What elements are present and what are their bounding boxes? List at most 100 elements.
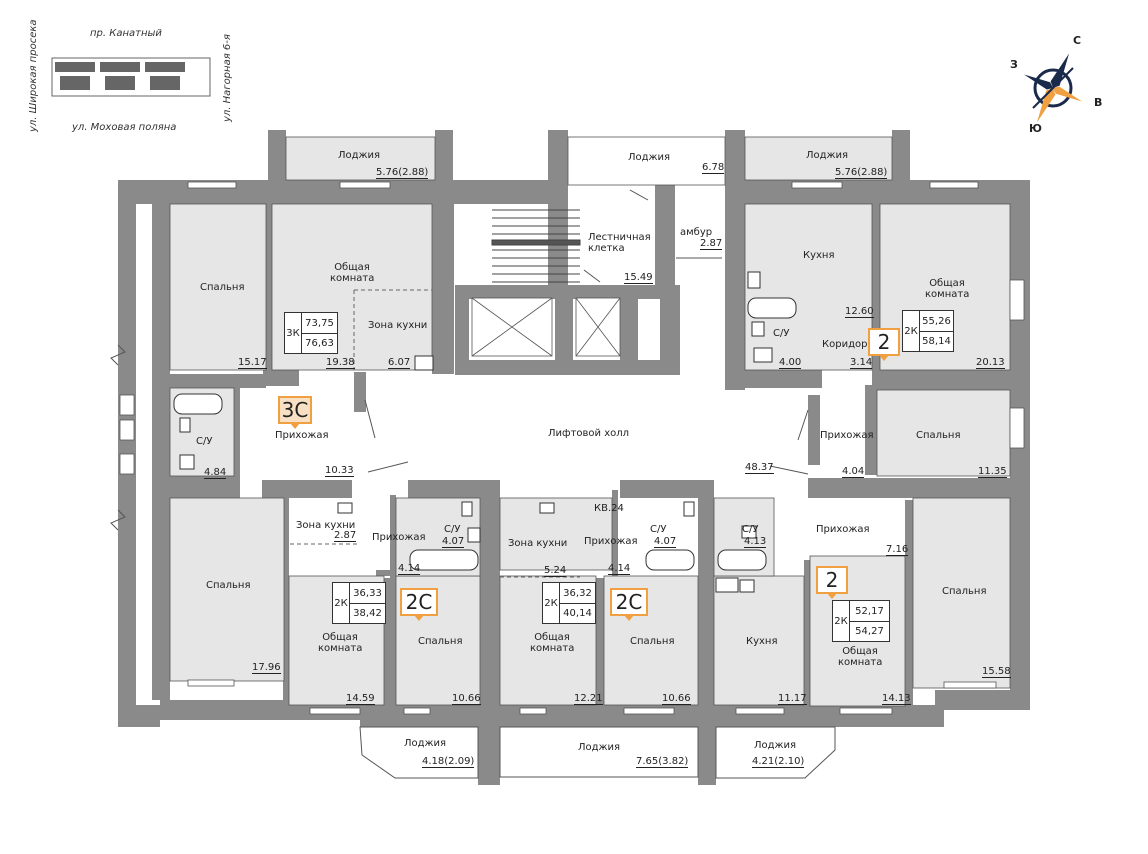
compass-east: В: [1094, 96, 1103, 109]
room-area: 10.66: [452, 693, 481, 705]
apartment-total-area: 38,42: [353, 607, 382, 619]
room-area: 4.21(2.10): [752, 756, 805, 768]
room-area: 4.04: [842, 466, 865, 478]
room-name: Лоджия: [338, 150, 381, 161]
apartment-badge[interactable]: 3С: [278, 396, 312, 429]
room-area: 4.13: [744, 536, 767, 548]
apartment-type: 3К: [285, 313, 302, 353]
street-bottom: ул. Моховая поляна: [72, 122, 177, 133]
room-name: Спальня: [200, 282, 245, 293]
apartment-total-area: 58,14: [922, 335, 951, 347]
apartment-badge[interactable]: 2С: [610, 588, 648, 621]
room-name: Спальня: [942, 586, 987, 597]
apartment-living-area: 36,33: [350, 583, 385, 604]
street-left: ул. Широкая просека: [28, 19, 39, 132]
room-area: 15.17: [238, 357, 267, 369]
apartment-living-area: 36,32: [560, 583, 595, 604]
room-area: 3.14: [850, 357, 873, 369]
compass-west: З: [1010, 58, 1018, 71]
room-area: 19.38: [326, 357, 355, 369]
room-name: С/У: [773, 328, 790, 339]
room-name: Общая комната: [318, 632, 363, 654]
room-area: 4.07: [654, 536, 677, 548]
room-name: Прихожая: [275, 430, 329, 441]
room-name: Лоджия: [754, 740, 797, 751]
room-area: 11.17: [778, 693, 807, 705]
apartment-area-box: 3К 73,75 76,63: [284, 312, 338, 354]
apartment-area-box: 2К 55,26 58,14: [902, 310, 954, 352]
room-name: Лоджия: [806, 150, 849, 161]
room-name: Зона кухни: [508, 538, 568, 549]
room-name: Спальня: [418, 636, 463, 647]
room-name: Лифтовой холл: [548, 428, 630, 439]
apartment-total-area: 76,63: [305, 337, 334, 349]
room-name: Кухня: [803, 250, 835, 261]
compass-rose-icon: [1023, 53, 1083, 123]
room-area: 17.96: [252, 662, 281, 674]
compass-north: С: [1073, 34, 1082, 47]
room-area: 2.87: [700, 238, 723, 250]
apartment-living-area: 73,75: [302, 313, 337, 334]
room-name: Зона кухни: [368, 320, 428, 331]
room-area: 12.21: [574, 693, 603, 705]
room-area: 20.13: [976, 357, 1005, 369]
compass-south: Ю: [1029, 122, 1042, 135]
room-name: Коридор: [822, 339, 868, 350]
room-name: амбур: [680, 227, 713, 238]
room-name: Прихожая: [820, 430, 874, 441]
room-area: 14.59: [346, 693, 375, 705]
apartment-living-area: 55,26: [920, 311, 953, 332]
apartment-area-box: 2К 52,17 54,27: [832, 600, 890, 642]
room-area: 4.00: [779, 357, 802, 369]
room-name: Спальня: [630, 636, 675, 647]
apartment-badge[interactable]: 2: [816, 566, 848, 599]
room-area: 4.14: [608, 563, 631, 575]
apartment-badge[interactable]: 2С: [400, 588, 438, 621]
apartment-area-box: 2К 36,33 38,42: [332, 582, 386, 624]
room-area: 5.76(2.88): [835, 167, 888, 179]
room-area: 15.49: [624, 272, 653, 284]
room-name: Спальня: [206, 580, 251, 591]
street-right: ул. Нагорная 6-я: [222, 34, 233, 122]
room-area: 4.84: [204, 467, 227, 479]
room-name: С/У: [650, 524, 667, 535]
apartment-type: 2К: [833, 601, 850, 641]
room-name: Прихожая: [372, 532, 426, 543]
room-name: С/У: [196, 436, 213, 447]
room-area: 11.35: [978, 466, 1007, 478]
room-area: 14.13: [882, 693, 911, 705]
room-area: 7.65(3.82): [636, 756, 689, 768]
room-area: 15.58: [982, 666, 1011, 678]
room-area: 12.60: [845, 306, 874, 318]
apartment-total-area: 40,14: [563, 607, 592, 619]
apartment-total-area: 54,27: [855, 625, 884, 637]
room-area: 5.76(2.88): [376, 167, 429, 179]
room-name: Прихожая: [584, 536, 638, 547]
room-name: Лестничная клетка: [588, 232, 651, 254]
apartment-badge[interactable]: 2: [868, 328, 900, 361]
site-plan-thumbnail: [51, 57, 211, 97]
apartment-type: 2К: [543, 583, 560, 623]
room-name: Спальня: [916, 430, 961, 441]
apartment-living-area: 52,17: [850, 601, 889, 622]
room-name: Лоджия: [578, 742, 621, 753]
room-area: 4.18(2.09): [422, 756, 475, 768]
room-area: 7.16: [886, 544, 909, 556]
room-name: Общая комната: [330, 262, 375, 284]
room-name: С/У: [742, 524, 759, 535]
room-area: 48.37: [745, 462, 774, 474]
apartment-type: 2К: [333, 583, 350, 623]
room-name: С/У: [444, 524, 461, 535]
room-name: Лоджия: [404, 738, 447, 749]
room-area: 10.33: [325, 465, 354, 477]
room-area: 4.07: [442, 536, 465, 548]
room-name: Общая комната: [838, 646, 883, 668]
room-area: 6.78: [702, 162, 725, 174]
unit-label: КВ.24: [594, 503, 624, 514]
room-name: Прихожая: [816, 524, 870, 535]
room-area: 10.66: [662, 693, 691, 705]
room-name: Зона кухни: [296, 520, 356, 531]
street-top: пр. Канатный: [90, 28, 162, 39]
